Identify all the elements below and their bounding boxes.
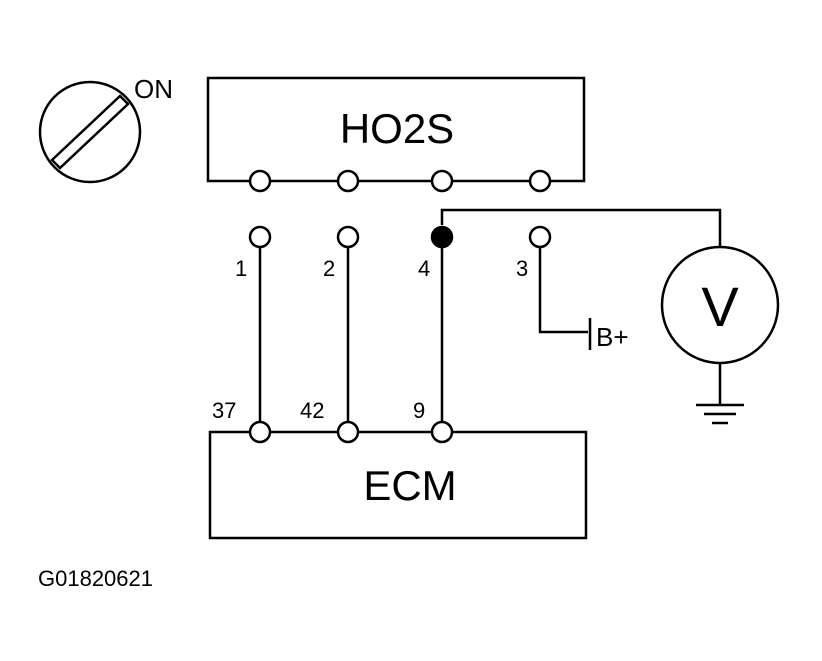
ecm-pin-label: 9 [413,398,425,423]
ho2s-pin-3 [528,169,552,193]
harness-pin-2 [336,225,360,249]
ho2s-pin-2 [336,169,360,193]
ho2s-pin-1 [248,169,272,193]
ecm-label: ECM [363,462,456,509]
ecm-box [208,430,588,540]
ecm-pin-label: 42 [300,398,324,423]
harness-pin-label: 4 [418,256,430,281]
ecm-pin-37 [248,420,272,444]
harness-pin-4-probed [430,225,454,249]
ho2s-box [206,76,586,183]
harness-pin-3 [528,225,552,249]
harness-pin-label: 3 [516,256,528,281]
harness-pin-label: 1 [235,256,247,281]
ecm-pin-label: 37 [212,398,236,423]
probe-wire [440,208,722,246]
ignition-switch-icon [38,80,142,184]
ecm-pin-42 [336,420,360,444]
ecm-pin-9 [430,420,454,444]
wire-3-battery [538,247,588,334]
harness-pin-1 [248,225,272,249]
voltmeter-label: V [701,275,739,338]
switch-on-label: ON [134,74,173,104]
ho2s-pin-4 [430,169,454,193]
battery-label: B+ [596,322,629,352]
figure-code: G01820621 [38,566,153,591]
ground-icon [696,363,744,425]
ho2s-label: HO2S [340,105,454,152]
harness-pin-label: 2 [323,256,335,281]
